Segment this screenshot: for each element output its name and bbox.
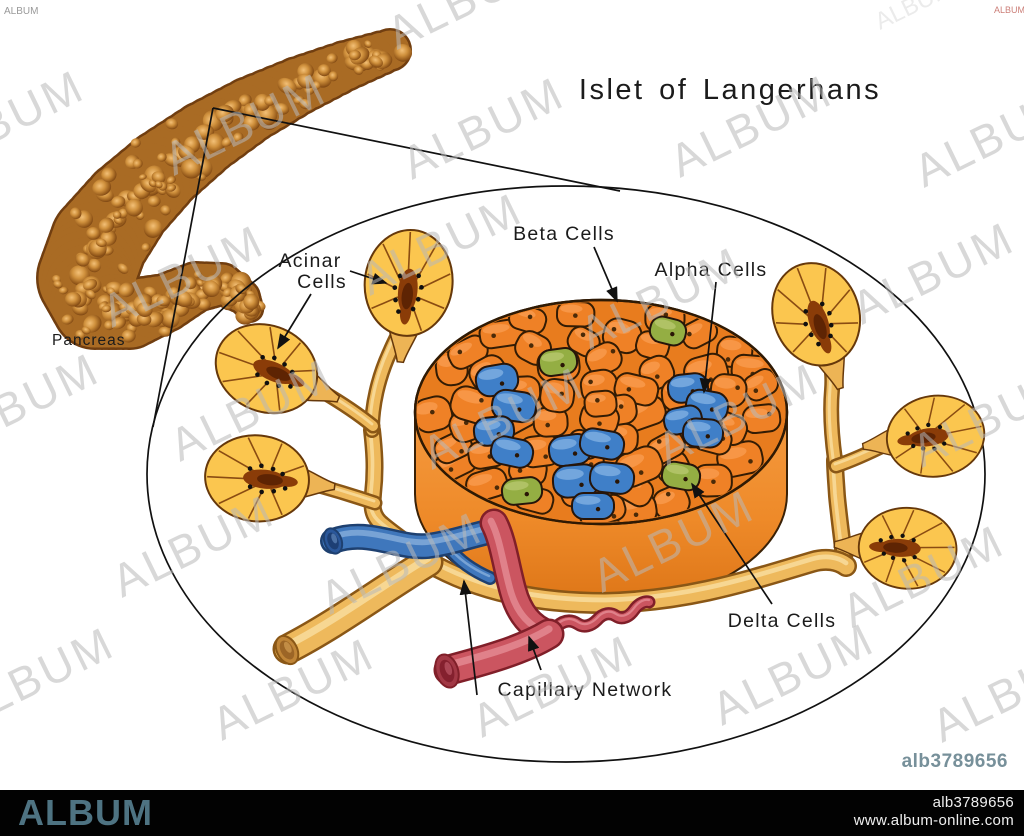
watermark-text: ALBUM [104,484,283,607]
footer-credits: alb3789656 www.album-online.com [854,794,1014,830]
acinar-cluster [214,323,341,415]
capillary-arrow-artery [528,635,542,671]
figure-title: Islet of Langerhans [579,74,881,106]
annotation-layer: Islet of Langerhans Pancreas Acinar Cell… [52,74,881,701]
alpha-cell-clusters [472,362,730,520]
magnifier-callout [146,107,986,763]
acinar-cluster [363,228,454,364]
corner-marks: ALBUM ALBUM ALBUM [4,0,1024,35]
album-logo: ALBUM [18,792,153,833]
footer-website[interactable]: www.album-online.com [853,812,1014,829]
acinar-arrow-top [349,270,388,285]
watermark-text: ALBUM [924,629,1024,752]
watermark-text: ALBUM [0,342,107,465]
beta-arrow [593,246,618,303]
magnifier-ellipse [146,185,986,763]
vein [320,517,510,585]
islet-illustration: Islet of Langerhans Pancreas Acinar Cell… [0,0,1024,763]
watermark-text: ALBUM [0,616,122,739]
watermark-text: ALBUM [844,211,1023,334]
acinar-cluster [861,394,986,478]
corner-watermark: ALBUM [994,5,1024,15]
callout-line-top [212,107,621,192]
acinar-clusters [204,228,986,590]
acinar-cluster [833,506,958,590]
beta-cells-label: Beta Cells [513,223,615,245]
image-id-code: alb3789656 [901,751,1008,772]
pancreas-label: Pancreas [52,332,125,349]
alpha-cells-label: Alpha Cells [655,259,768,281]
watermark-text: ALBUM [379,0,558,59]
islet-top-outline [413,298,789,526]
acinar-cells-label-line1: Acinar [278,250,341,272]
watermark-text: ALBUM [906,74,1024,197]
delta-cells-label: Delta Cells [728,610,837,632]
callout-line-left [152,107,214,428]
acinar-cluster [771,262,862,391]
footer-bar: ALBUM alb3789656 www.album-online.com [0,790,1024,836]
capillary-arrow-vein [459,579,478,696]
corner-watermark: ALBUM [871,0,957,35]
pancreas-organ [36,28,413,351]
acinar-arrow-left [277,293,312,350]
delta-arrow [691,482,773,605]
corner-watermark: ALBUM [4,6,38,17]
delta-cells [500,315,702,506]
footer-image-id: alb3789656 [932,794,1014,811]
watermark-text: ALBUM [0,59,92,182]
capillary-network-label: Capillary Network [498,679,673,701]
artery [433,508,656,689]
alpha-arrow [699,281,717,394]
acinar-cluster [204,434,336,523]
acinar-cells-label-line2: Cells [297,271,347,293]
watermark-text: ALBUM [394,66,573,189]
